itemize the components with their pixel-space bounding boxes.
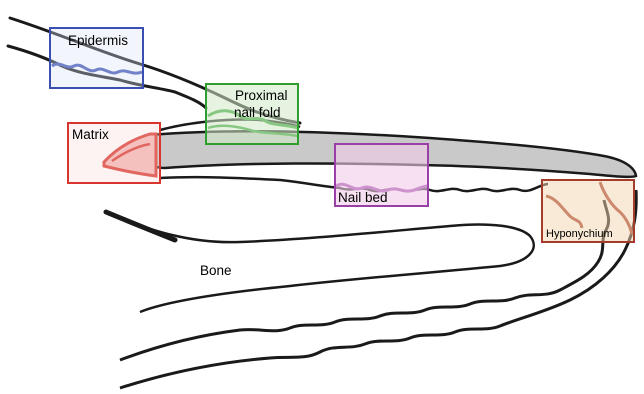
bone-label: Bone — [200, 263, 232, 278]
nail-bed-label: Nail bed — [338, 190, 388, 205]
bone-tip-thick — [106, 212, 175, 240]
bone-top-line — [108, 214, 534, 312]
epidermis-label: Epidermis — [68, 33, 128, 48]
finger-lower-outline — [120, 200, 609, 360]
matrix-label: Matrix — [72, 127, 109, 142]
proximal-nail-fold-label-line2: nail fold — [234, 105, 281, 120]
proximal-nail-fold-label-line1: Proximal — [235, 88, 288, 103]
hyponychium-label: Hyponychium — [546, 228, 613, 240]
